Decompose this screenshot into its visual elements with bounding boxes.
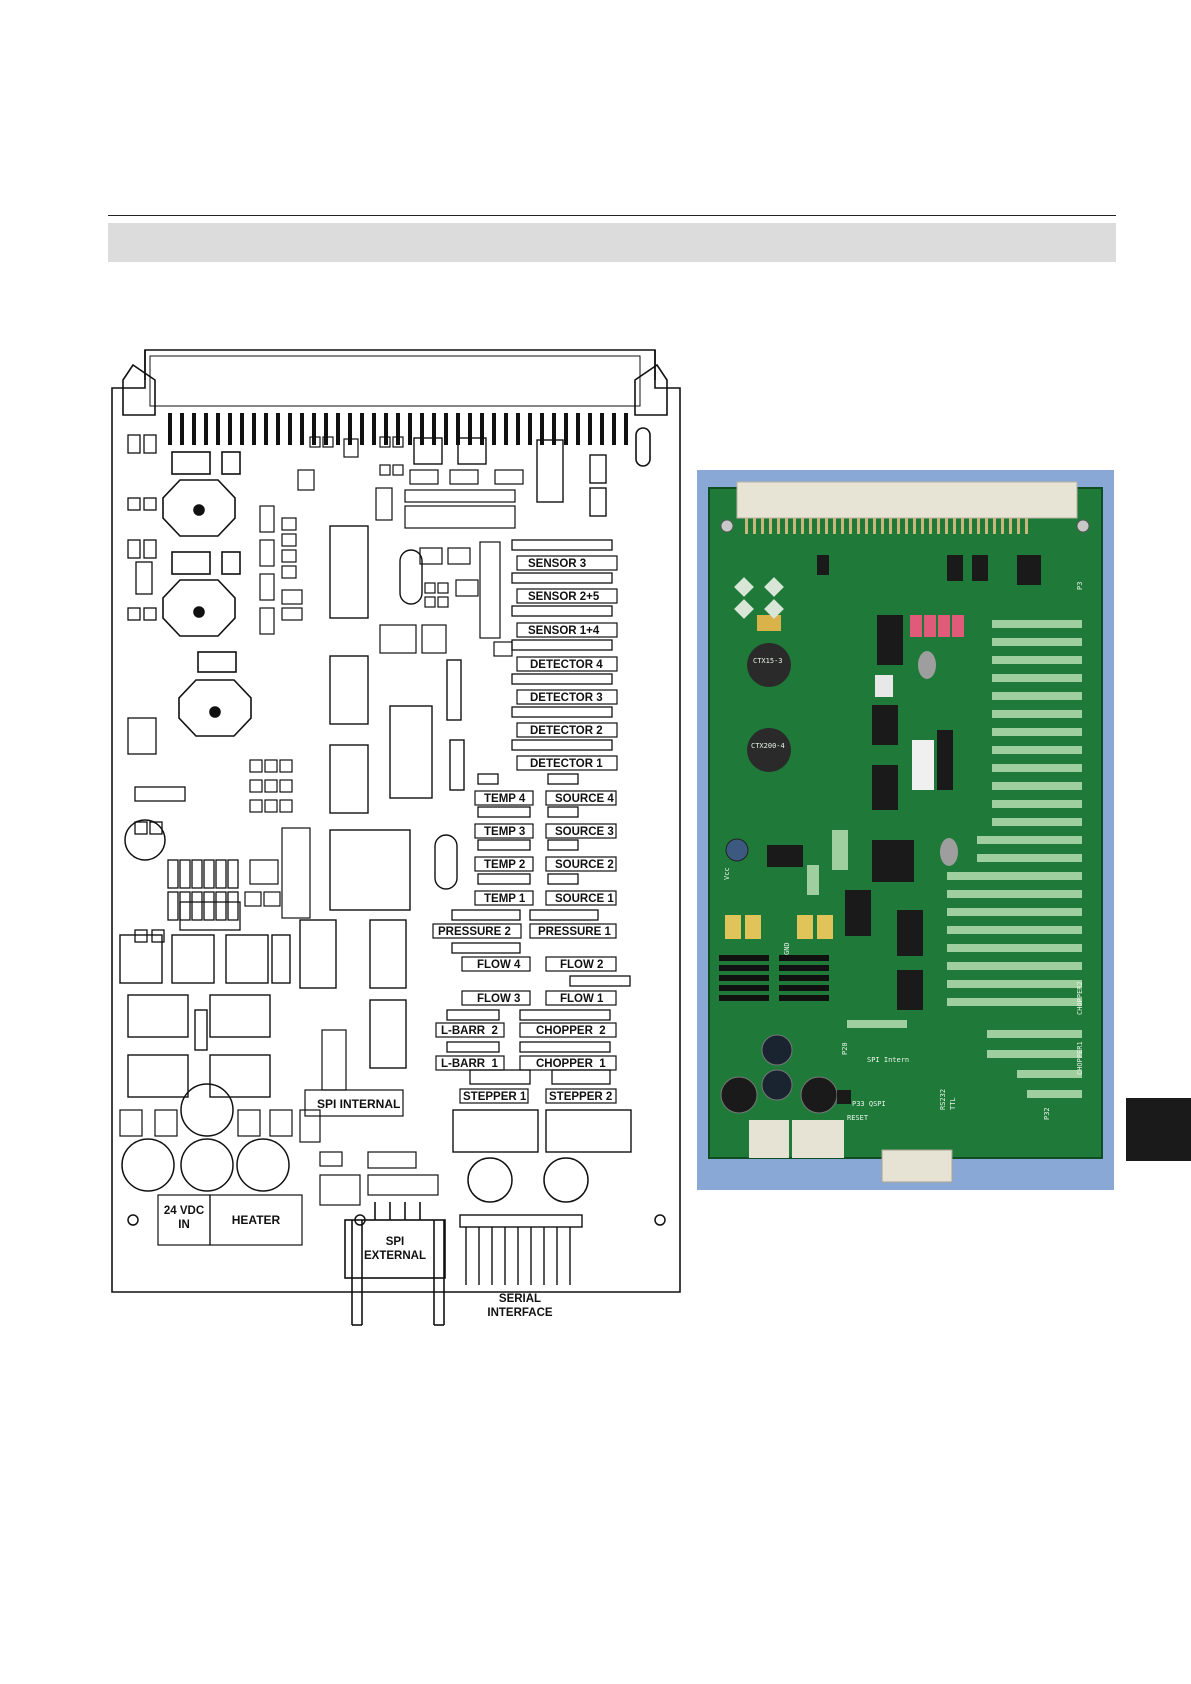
label-spi-external-1: SPI [386,1236,405,1248]
label-serial-interface: INTERFACE [487,1307,553,1319]
pcb-photo: CTX15-3 CTX200-4 [697,470,1114,1190]
header-rows [807,620,1082,1098]
silk-p20: P20 [841,1042,849,1055]
inductor-ctx200 [747,728,791,772]
serial-interface-connector [459,1214,583,1285]
octagon-footprints [162,451,252,737]
connector-label-boxes [157,555,618,1246]
photo-ics [767,555,1041,1010]
heatsinks [719,955,829,1001]
label-temp-4: TEMP 4 [484,793,526,805]
edge-connector-pins [168,413,628,445]
header-band [108,223,1116,262]
label-pressure-1: PRESSURE 1 [538,926,611,938]
label-detector-2: DETECTOR 2 [530,725,603,737]
label-temp-1: TEMP 1 [484,893,526,905]
label-stepper-2: STEPPER 2 [549,1091,612,1103]
label-spi-internal: SPI INTERNAL [317,1097,400,1111]
label-chopper-2: CHOPPER 2 [536,1025,606,1037]
qspi-connector [881,1149,953,1183]
reset-button [837,1090,851,1104]
label-flow-2: FLOW 2 [560,959,603,971]
label-temp-2: TEMP 2 [484,859,525,871]
label-flow-3: FLOW 3 [477,993,520,1005]
spi-external-connector [344,1202,446,1326]
silk-chopper1: CHOPPER1 [1076,1041,1084,1075]
silk-chopper2: CHOPPER2 [1076,981,1084,1015]
silk-gnd: GND [783,942,791,955]
component-grid [119,436,524,1206]
label-serial: SERIAL [499,1293,541,1305]
label-stepper-1: STEPPER 1 [463,1091,527,1103]
inductor-ctx15 [747,643,791,687]
silk-reset: RESET [847,1114,869,1122]
board-outline [111,349,681,1293]
integrated-circuits [299,437,632,1153]
photo-capacitors [720,838,838,1114]
white-ic [912,740,934,790]
label-sensor-1-4: SENSOR 1+4 [528,625,600,637]
label-detector-1: DETECTOR 1 [530,758,603,770]
label-l-barr-1: L-BARR 1 [441,1058,498,1070]
label-spi-external-2: EXTERNAL [364,1250,426,1262]
silk-ttl: TTL [949,1097,957,1110]
label-heater: HEATER [232,1213,281,1227]
label-chopper-1: CHOPPER 1 [536,1058,606,1070]
pcb-edge-connector [736,481,1078,519]
silk-rs232: RS232 [939,1089,947,1110]
silk-vcc: Vcc [723,867,731,880]
white-connector-2 [792,1120,844,1158]
dip-switches [910,615,964,637]
label-sensor-2-5: SENSOR 2+5 [528,591,600,603]
label-source-4: SOURCE 4 [555,793,614,805]
top-rule [108,215,1116,216]
inductor-ctx200-label: CTX200-4 [751,742,785,750]
label-source-3: SOURCE 3 [555,826,614,838]
silk-p33-qspi: P33 QSPI [852,1100,886,1108]
label-l-barr-2: L-BARR 2 [441,1025,498,1037]
silk-spi-intern: SPI Intern [867,1056,909,1064]
left-small-components [127,434,241,943]
silk-p32: P32 [1043,1107,1051,1120]
label-sensor-3: SENSOR 3 [528,558,586,570]
inductor-ctx15-label: CTX15-3 [753,657,783,665]
label-temp-3: TEMP 3 [484,826,525,838]
label-source-2: SOURCE 2 [555,859,614,871]
side-tab [1126,1098,1191,1161]
label-detector-3: DETECTOR 3 [530,692,603,704]
label-24vdc-in: IN [178,1219,190,1231]
tantalum-cap [757,615,781,631]
label-flow-1: FLOW 1 [560,993,604,1005]
label-detector-4: DETECTOR 4 [530,659,603,671]
label-24vdc: 24 VDC [164,1205,204,1217]
relay-blocks [119,934,291,1098]
board-layout-diagram: SENSOR 3 SENSOR 2+5 SENSOR 1+4 DETECTOR … [111,349,681,1326]
connector-strips [446,539,631,1085]
label-flow-4: FLOW 4 [477,959,521,971]
label-pressure-2: PRESSURE 2 [438,926,511,938]
connector-labels: SENSOR 3 SENSOR 2+5 SENSOR 1+4 DETECTOR … [164,558,615,1319]
label-source-1: SOURCE 1 [555,893,614,905]
white-connector-1 [749,1120,789,1158]
silk-p3: P3 [1076,582,1084,590]
